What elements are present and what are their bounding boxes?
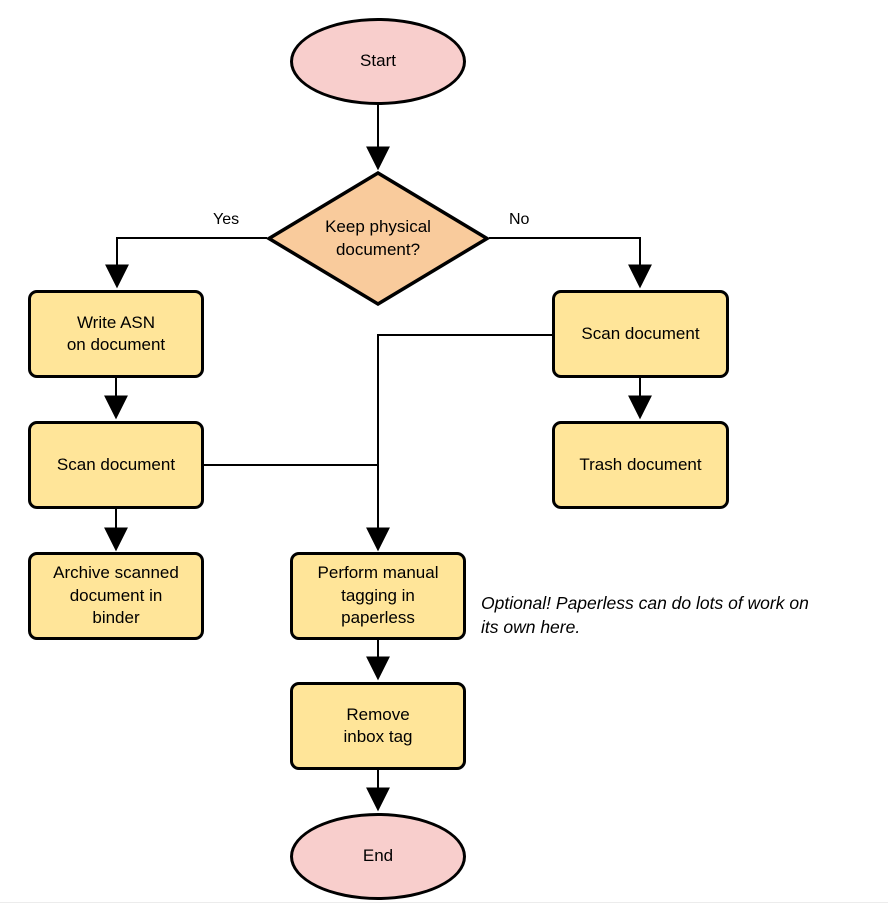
edge-label-yes: Yes [213,211,240,228]
decision-label: Keep physical document? [325,217,431,259]
arrow-decision-yes-to-write-asn [105,237,267,289]
bottom-divider [0,902,888,903]
arrow-scan-right-to-tagging [366,334,552,552]
remove-inbox-tag-node: Remove inbox tag [290,682,466,770]
manual-tagging-node: Perform manual tagging in paperless [290,552,466,640]
optional-annotation: Optional! Paperless can do lots of work … [481,593,809,637]
decision-node: Keep physical document? [266,171,490,306]
edge-label-no: No [509,211,530,228]
scan-document-right-node: Scan document [552,290,729,378]
archive-document-node: Archive scanned document in binder [28,552,204,640]
arrow-decision-no-to-scan-right [489,237,652,289]
diamond-shape [266,171,490,306]
end-node: End [290,813,466,900]
scan-document-left-node: Scan document [28,421,204,509]
start-node: Start [290,18,466,105]
trash-document-node: Trash document [552,421,729,509]
write-asn-node: Write ASN on document [28,290,204,378]
